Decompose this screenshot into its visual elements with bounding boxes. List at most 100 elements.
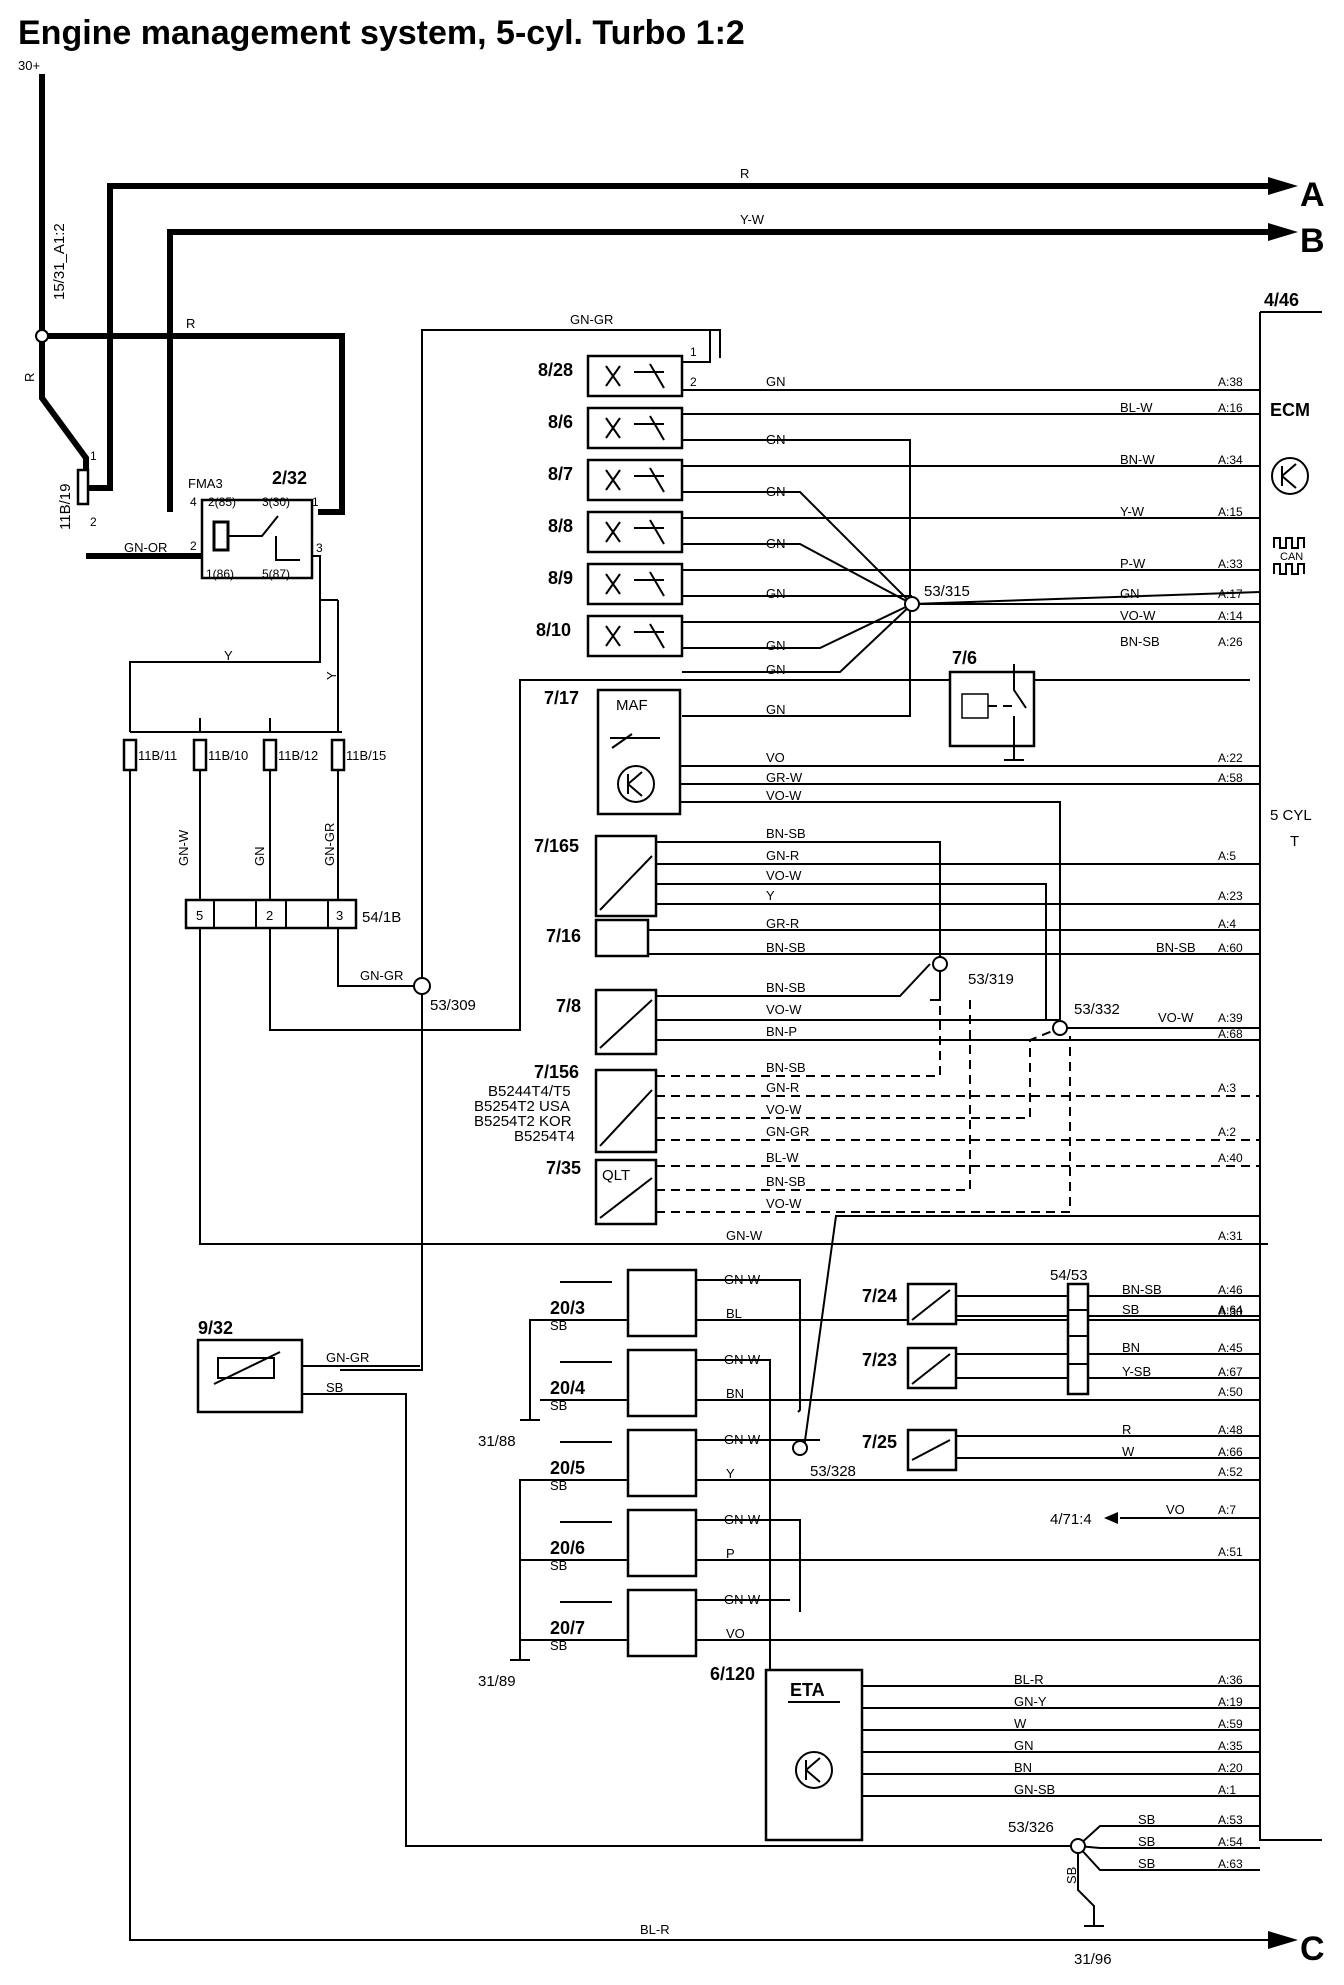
ecm-pin: A:54 <box>1218 1835 1243 1849</box>
component-7-6: 7/6 <box>952 648 977 668</box>
wire-label: GN-R <box>766 848 799 863</box>
component-20-6: 20/6 <box>550 1538 585 1558</box>
component-20-3: 20/3 <box>550 1298 585 1318</box>
ecm-pin: A:68 <box>1218 1027 1243 1041</box>
wire-label: Y <box>224 648 233 663</box>
sensor-wiring <box>648 765 1260 1213</box>
ecm-pin: A:53 <box>1218 1813 1243 1827</box>
component-20-7: 20/7 <box>550 1618 585 1638</box>
wire-label: BN-SB <box>766 826 806 841</box>
fuse-wiring <box>129 555 1268 1941</box>
component-7-16: 7/16 <box>546 926 581 946</box>
splice-53-309: 53/309 <box>430 997 476 1014</box>
splice-53-319-icon <box>932 956 948 972</box>
pin-label: 2(85) <box>208 495 236 509</box>
switch-7-6 <box>948 664 1036 761</box>
wire-label: GN-GR <box>766 1124 809 1139</box>
ecm-pin: A:31 <box>1218 1229 1243 1243</box>
ground-31-88: 31/88 <box>478 1433 516 1450</box>
wire-label: Y-W <box>1120 504 1145 519</box>
splice-53-328-icon <box>792 1440 808 1456</box>
arrow-b-icon <box>1268 223 1298 241</box>
connector-wiring <box>199 329 1268 1371</box>
ecm-pin: A:20 <box>1218 1761 1243 1775</box>
wire-label: BN-SB <box>766 1060 806 1075</box>
wire-label: SB <box>550 1558 567 1573</box>
ecm-pin: A:36 <box>1218 1673 1243 1687</box>
component-11b15: 11B/15 <box>346 748 386 763</box>
wire-label: GN-W <box>724 1432 761 1447</box>
wire-label: GN-W <box>724 1352 761 1367</box>
ecm-pin: A:60 <box>1218 941 1243 955</box>
wire-label: Y <box>766 888 775 903</box>
splice-53-315: 53/315 <box>924 583 970 600</box>
ecm-label: ECM <box>1270 400 1310 420</box>
wire-label: BN-P <box>766 1024 797 1039</box>
component-8-7: 8/7 <box>548 464 573 484</box>
component-9-32: 9/32 <box>198 1318 233 1338</box>
injector-wiring <box>682 330 1261 717</box>
wire-label: P-W <box>1120 556 1146 571</box>
ecm-pin: A:52 <box>1218 1465 1243 1479</box>
component-7-156: 7/156 <box>534 1062 579 1082</box>
wire-label: Y-W <box>740 212 765 227</box>
wire-label: BN <box>726 1386 744 1401</box>
component-20-5: 20/5 <box>550 1458 585 1478</box>
component-15-31: 15/31_A1:2 <box>51 223 68 300</box>
wire-label: BN-SB <box>1156 940 1196 955</box>
wire-label: BN <box>1014 1760 1032 1775</box>
sensor-9-32 <box>196 1338 1078 1847</box>
pin-label: 5(87) <box>262 567 290 581</box>
wire-label: GN-R <box>766 1080 799 1095</box>
supply-label: 30+ <box>18 58 40 73</box>
cyl-t-label: T <box>1290 833 1299 850</box>
pin-label: 2 <box>190 539 197 553</box>
component-54-1b: 54/1B <box>362 909 401 926</box>
ignition-coils <box>510 1215 1260 1700</box>
ecm-pin: A:7 <box>1218 1503 1236 1517</box>
wire-label: GN <box>766 586 786 601</box>
component-20-4: 20/4 <box>550 1378 585 1398</box>
wire-label: BN-W <box>1120 452 1155 467</box>
pin-label: 1(86) <box>206 567 234 581</box>
ecm-pin: A:22 <box>1218 751 1243 765</box>
wire-label: BN-SB <box>1122 1282 1162 1297</box>
component-7-17: 7/17 <box>544 688 579 708</box>
wire-label: SB <box>1122 1302 1139 1317</box>
arrow-left-icon <box>1104 1512 1118 1524</box>
wire-label: BL-W <box>766 1150 799 1165</box>
wire-label: GN-W <box>726 1228 763 1243</box>
wire-label: R <box>740 166 749 181</box>
wire-label: GN-W <box>724 1592 761 1607</box>
component-2-32: 2/32 <box>272 468 307 488</box>
output-c: C <box>1300 1930 1325 1968</box>
wire-label: GN-SB <box>1014 1782 1055 1797</box>
pedal-sensors <box>906 1282 1260 1472</box>
pin-label: 1 <box>690 345 697 359</box>
wire-label: SB <box>550 1638 567 1653</box>
wire-label: R <box>1122 1422 1131 1437</box>
pin-label: 2 <box>266 908 273 923</box>
wire-label: BN-SB <box>766 940 806 955</box>
component-7-24: 7/24 <box>862 1286 897 1306</box>
pin-label: 5 <box>196 908 203 923</box>
splice-53-315-icon <box>904 596 920 612</box>
arrow-a-icon <box>1268 177 1298 195</box>
ground-31-89: 31/89 <box>478 1673 516 1690</box>
wire-label: GN-W <box>724 1512 761 1527</box>
ecm-pin: A:14 <box>1218 609 1243 623</box>
wire-label: GN <box>766 638 786 653</box>
wire-label: GN-OR <box>124 540 167 555</box>
ecm-pin: A:48 <box>1218 1423 1243 1437</box>
wire-label: R <box>22 373 37 382</box>
wire-label: BL <box>726 1306 742 1321</box>
wire-label: SB <box>550 1478 567 1493</box>
ground-31-96: 31/96 <box>1074 1951 1112 1968</box>
wire-label: GN <box>252 847 267 867</box>
ecm-pin: A:23 <box>1218 889 1243 903</box>
ecm-pin: A:34 <box>1218 453 1243 467</box>
component-8-28: 8/28 <box>538 360 573 380</box>
wire-label: VO-W <box>766 788 802 803</box>
ecm-pin: A:50 <box>1218 1385 1243 1399</box>
ecm-pin: A:59 <box>1218 1717 1243 1731</box>
